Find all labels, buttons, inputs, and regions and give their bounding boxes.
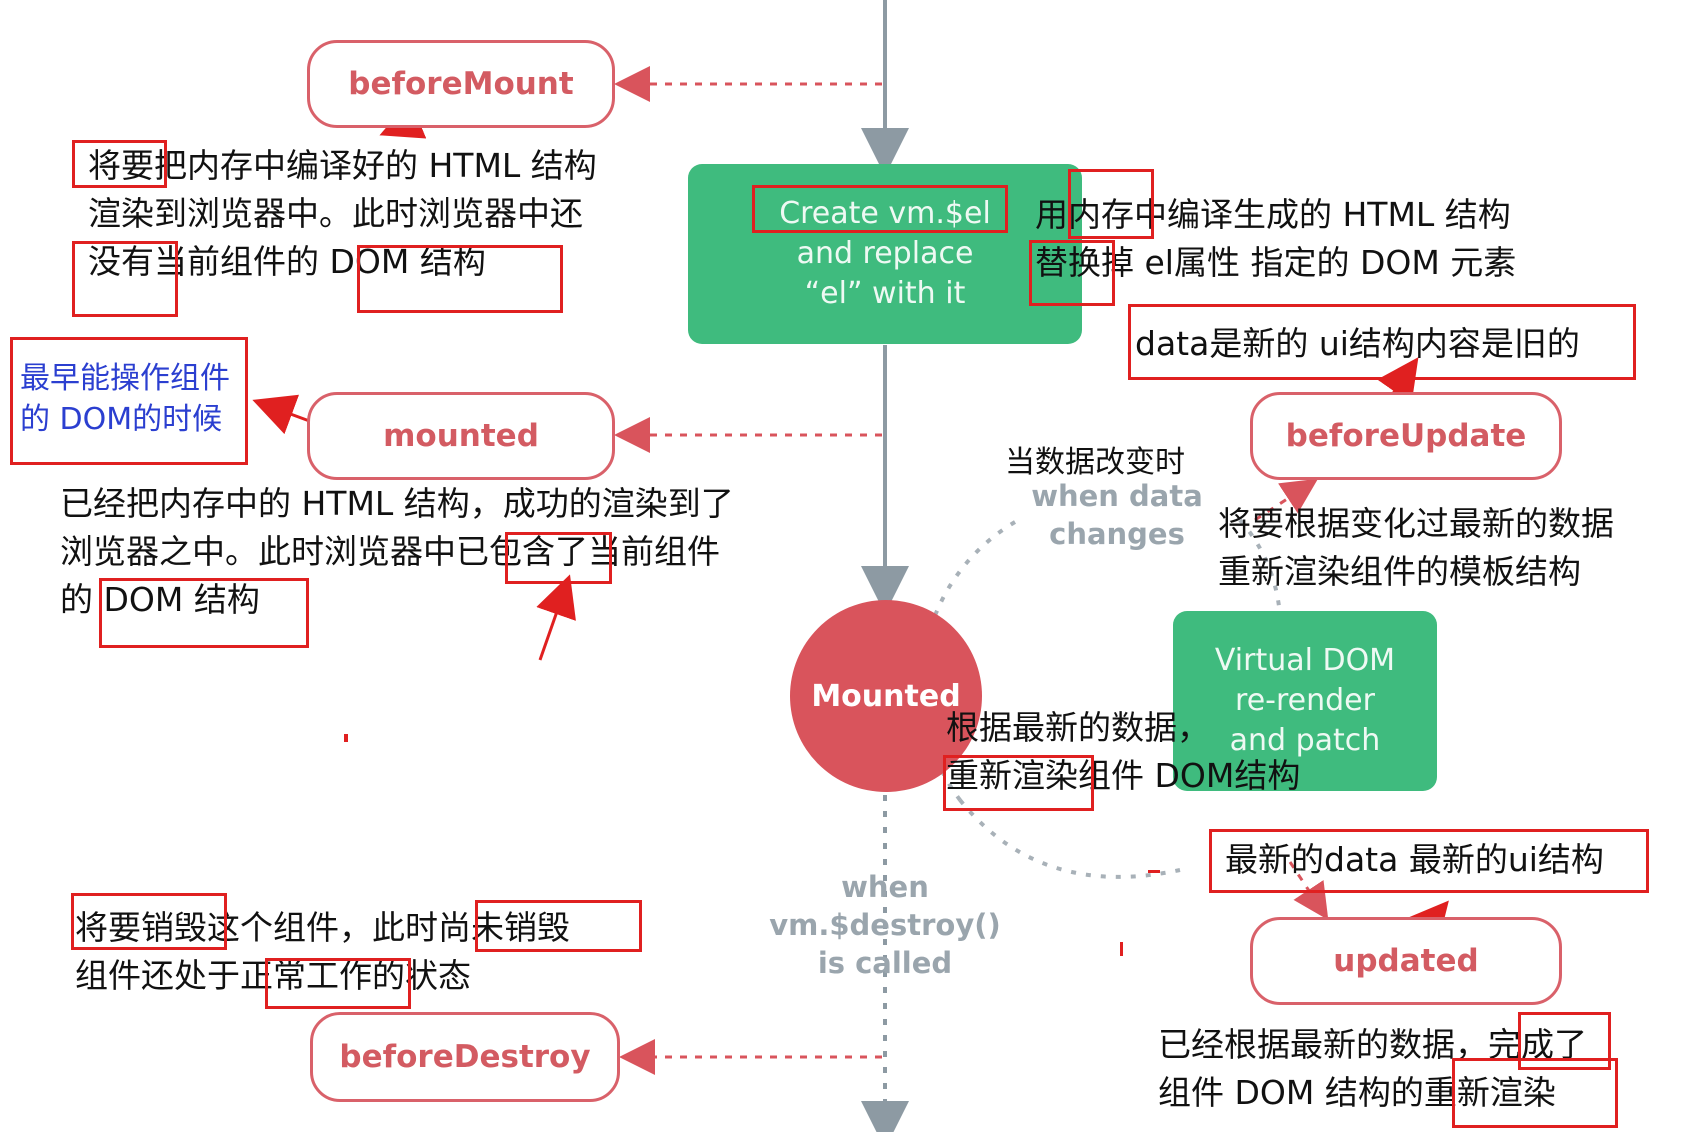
highlight-box [72, 140, 167, 188]
connector-updated [1288, 861, 1329, 921]
before-update-hook: beforeUpdate [1250, 392, 1562, 480]
when-destroy-called-label: when vm.$destroy() is called [769, 870, 1001, 980]
updated-hook: updated [1250, 917, 1562, 1005]
highlight-box [71, 893, 227, 950]
highlight-box [1128, 304, 1636, 380]
before-destroy-hook: beforeDestroy [310, 1012, 620, 1102]
highlight-box [1029, 240, 1115, 306]
highlight-box [72, 241, 178, 317]
highlight-box [475, 900, 642, 952]
highlight-box [265, 958, 411, 1009]
rerender-annotation: 根据最新的数据， 重新渲染组件 DOM结构 [946, 708, 1301, 795]
highlight-box [1452, 1058, 1618, 1128]
mounted-state-circle: Mounted [790, 600, 982, 792]
before-mount-annotation: 将要把内存中编译好的 HTML 结构 渲染到浏览器中。此时浏览器中还 没有当前组… [88, 146, 597, 281]
virtual-dom-box: Virtual DOM re-render and patch [1173, 611, 1437, 791]
before-mount-hook: beforeMount [307, 40, 615, 128]
stray-mark-2 [1148, 870, 1160, 873]
stray-mark-3 [1120, 942, 1123, 956]
annotation-arrow-mounted-dom [536, 574, 576, 661]
before-update-annotation: 将要根据变化过最新的数据 重新渲染组件的模板结构 [1218, 504, 1614, 591]
before-destroy-annotation: 将要销毁这个组件，此时尚未销毁 组件还处于正常工作的状态 [75, 908, 570, 995]
highlight-box [1209, 829, 1649, 893]
latest-data-ui-annotation: 最新的data 最新的ui结构 [1225, 840, 1604, 879]
highlight-box [10, 337, 248, 465]
update-loop-arc-right [1238, 518, 1282, 616]
highlight-box [1518, 1012, 1611, 1070]
mounted-hook: mounted [307, 392, 615, 480]
highlight-box [99, 578, 309, 648]
data-new-ui-old-annotation: data是新的 ui结构内容是旧的 [1135, 324, 1580, 363]
updated-annotation: 已经根据最新的数据，完成了 组件 DOM 结构的重新渲染 [1158, 1025, 1587, 1112]
earliest-dom-annotation: 最早能操作组件 的 DOM的时候 [20, 361, 230, 437]
highlight-box [505, 532, 612, 584]
data-change-label: 当数据改变时 [1005, 445, 1185, 480]
create-el-annotation: 用内存中编译生成的 HTML 结构 替换掉 el属性 指定的 DOM 元素 [1035, 195, 1517, 282]
highlight-box [1068, 169, 1154, 239]
highlight-box [752, 185, 1008, 233]
highlight-box [943, 755, 1094, 811]
connector-before-update [1254, 478, 1319, 522]
when-data-changes-label: when data changes [1031, 479, 1203, 551]
stray-mark-1 [344, 734, 348, 742]
update-loop-arc-bottom [958, 798, 1181, 879]
highlight-box [357, 245, 563, 313]
